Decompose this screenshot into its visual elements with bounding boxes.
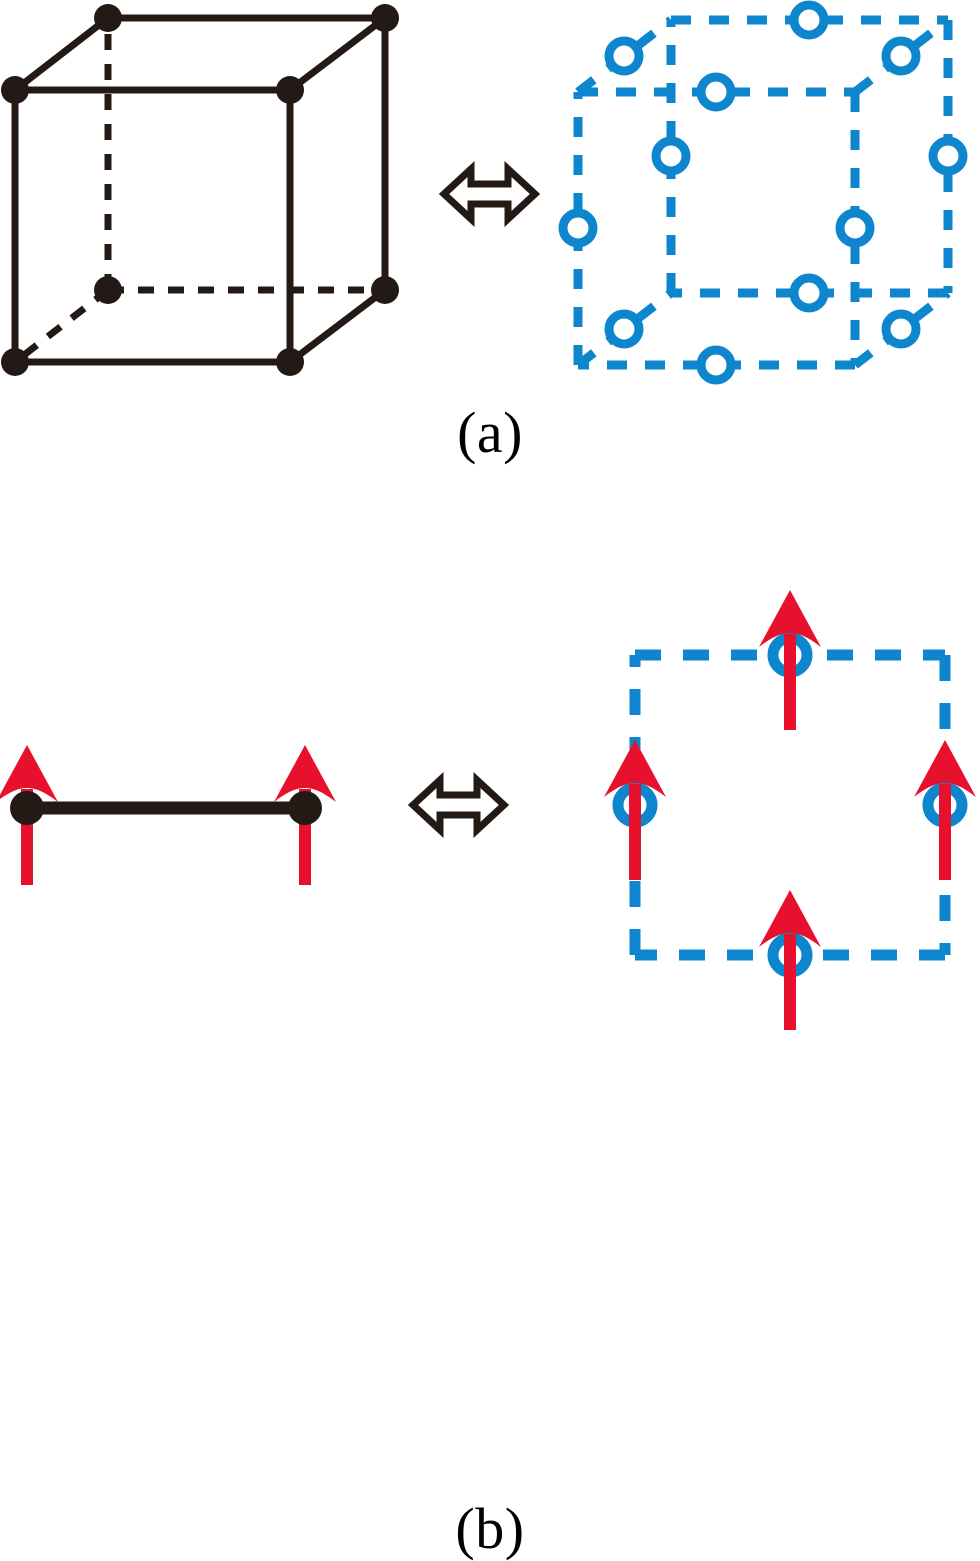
- dual-site-circle: [651, 136, 691, 176]
- dual-site-circle: [881, 309, 921, 349]
- dual-cube-edge-diag-top-right: [852, 16, 951, 96]
- dual-site-circle: [558, 208, 598, 248]
- dual-site-circle: [696, 72, 736, 112]
- cube-edge-diagonal-top-left: [11, 14, 112, 94]
- site-dot: [94, 4, 122, 32]
- dual-site-circle: [604, 309, 644, 349]
- site-dot: [1, 348, 29, 376]
- equivalence-arrow-icon-b: [407, 771, 510, 839]
- site-dot: [276, 348, 304, 376]
- dual-site-circle: [604, 36, 644, 76]
- black-cube-vertex-sites: [1, 4, 399, 376]
- black-bond-group: [0, 745, 336, 885]
- double-arrow-outline: [438, 160, 541, 228]
- panel-b: (b): [0, 500, 980, 1558]
- dual-site-circle: [928, 136, 968, 176]
- site-dot: [1, 76, 29, 104]
- black-cube-hidden-edges: [12, 18, 385, 365]
- site-dot: [371, 4, 399, 32]
- blue-plaquette-sites-with-spins: [604, 590, 976, 1030]
- dual-site-circle: [696, 345, 736, 385]
- equivalence-arrow-icon-a: [438, 160, 541, 228]
- black-cube-solid-edges: [11, 14, 389, 366]
- dual-cube-edge-diag-bottom-right: [852, 289, 951, 369]
- site-dot: [276, 76, 304, 104]
- dual-cube-edge-diag-top-left: [575, 16, 674, 96]
- cube-edge-diagonal-top-right: [286, 14, 389, 94]
- panel-b-graphic: [0, 590, 976, 1030]
- dual-site-circle: [789, 0, 829, 40]
- site-dot: [10, 791, 44, 825]
- dual-site-circle: [835, 208, 875, 248]
- site-dot: [94, 276, 122, 304]
- cube-edge-diagonal-bottom-right: [286, 286, 389, 366]
- site-dot: [371, 276, 399, 304]
- cube-edge-hidden-diagonal: [12, 287, 111, 365]
- dual-site-circle: [789, 273, 829, 313]
- dual-cube-edge-diag-bottom-left: [575, 289, 674, 369]
- panel-b-caption: (b): [455, 1496, 525, 1561]
- dual-site-circle: [881, 36, 921, 76]
- panel-a-graphic: [1, 0, 968, 385]
- blue-dual-cube-edges: [573, 15, 953, 370]
- site-dot: [288, 791, 322, 825]
- panel-a-caption: (a): [457, 400, 523, 465]
- blue-dual-cube-midpoint-sites: [558, 0, 968, 385]
- panel-a: (a): [0, 0, 980, 500]
- double-arrow-outline: [407, 771, 510, 839]
